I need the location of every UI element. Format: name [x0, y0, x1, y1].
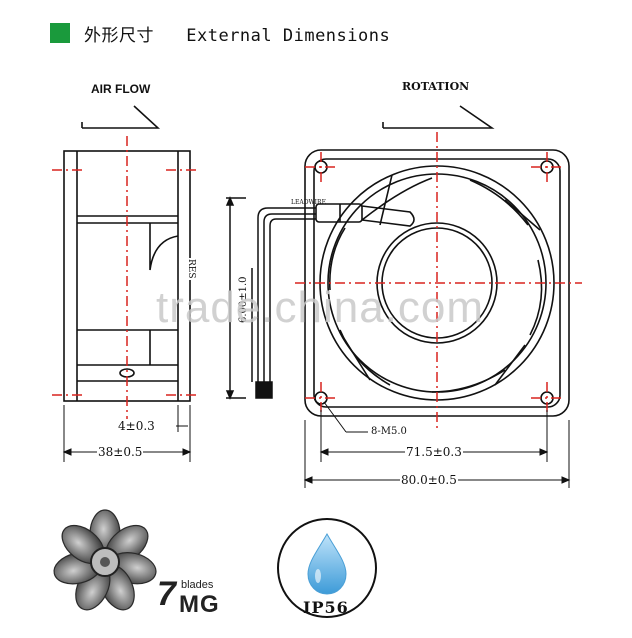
depth-dimension: 38±0.5: [97, 445, 144, 459]
watermark-text: trade.china.com: [155, 283, 485, 332]
section-header: 外形尺寸 External Dimensions: [50, 20, 390, 46]
side-view-centerlines: [52, 136, 200, 422]
ip-rating-label: IP56: [303, 598, 349, 617]
section-title: 外形尺寸 External Dimensions: [84, 21, 390, 46]
airflow-arrow: [81, 105, 161, 129]
lead-wire: [225, 196, 316, 400]
holes-dimension: 8-M5.0: [370, 426, 408, 437]
title-chinese: 外形尺寸: [84, 25, 154, 46]
rotation-label: ROTATION: [402, 80, 470, 93]
blades-suffix: MG: [179, 591, 220, 618]
blades-word: blades: [181, 579, 214, 591]
blades-number: 7: [157, 575, 176, 613]
green-square-icon: [50, 23, 70, 43]
flange-dimension: 4±0.3: [117, 419, 156, 433]
seven-blade-fan-icon: [53, 509, 157, 611]
leadwire-label: LEADWIRE: [291, 199, 326, 206]
width-dimension: 80.0±0.5: [400, 473, 458, 487]
hole-spacing-dimension: 71.5±0.3: [405, 445, 463, 459]
front-view-centerlines: [295, 132, 582, 430]
title-english: External Dimensions: [186, 25, 391, 46]
airflow-label: AIR FLOW: [91, 82, 151, 96]
blades-badge-text: 7 blades MG: [157, 575, 237, 619]
ip56-badge: [277, 518, 377, 618]
rotation-arrow: [382, 105, 495, 129]
res-label: RES: [186, 258, 196, 280]
